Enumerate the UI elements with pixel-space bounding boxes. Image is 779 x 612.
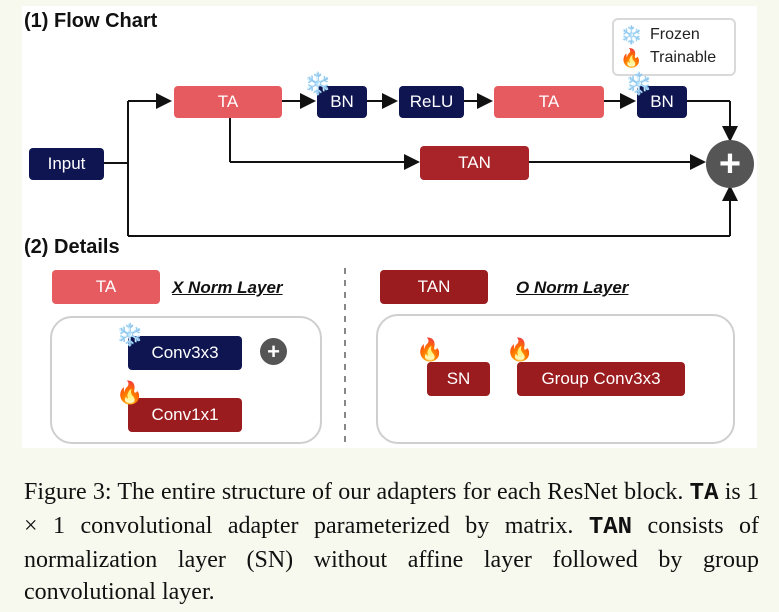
legend: ❄️ Frozen 🔥 Trainable (612, 18, 736, 76)
caption-tan: TAN (588, 514, 633, 541)
flame-icon: 🔥 (620, 48, 643, 68)
input-node: Input (29, 148, 104, 180)
figure-panel: (1) Flow Chart ❄️ Frozen 🔥 Trainable Inp… (22, 6, 757, 448)
legend-trainable: Trainable (650, 49, 717, 66)
bn-node-1: BN (317, 86, 367, 118)
caption-ta: TA (689, 480, 719, 507)
ta-detail-label: TA (52, 270, 160, 304)
tan-detail-label: TAN (380, 270, 488, 304)
tan-detail-desc: O Norm Layer (516, 278, 629, 297)
ta-node-1: TA (174, 86, 282, 118)
bn-node-2: BN (637, 86, 687, 118)
ta-node-2: TA (494, 86, 604, 118)
snowflake-icon: ❄️ (116, 322, 144, 347)
section-flow-title: (1) Flow Chart (24, 10, 158, 32)
tan-node: TAN (420, 146, 529, 180)
figure-caption: Figure 3: The entire structure of our ad… (24, 476, 759, 608)
conv1x1-node: Conv1x1 (128, 398, 242, 432)
flame-icon: 🔥 (506, 337, 534, 362)
snowflake-icon: ❄️ (625, 71, 653, 96)
caption-part1: Figure 3: The entire structure of our ad… (24, 479, 690, 505)
add-node: + (706, 140, 754, 188)
sn-node: SN (427, 362, 490, 396)
caption-part3: consists of normalization layer (SN) wit… (24, 513, 760, 605)
section-details-title: (2) Details (24, 236, 120, 258)
relu-node: ReLU (399, 86, 464, 118)
caption-part2: is 1 × 1 convolutional adapter parameter… (24, 479, 759, 539)
group-conv-node: Group Conv3x3 (517, 362, 685, 396)
flame-icon: 🔥 (416, 337, 444, 362)
flame-icon: 🔥 (116, 380, 144, 405)
snowflake-icon: ❄️ (620, 25, 643, 45)
legend-frozen: Frozen (650, 26, 700, 43)
ta-detail-desc: X Norm Layer (172, 278, 283, 297)
add-node-small: + (260, 338, 287, 365)
snowflake-icon: ❄️ (304, 71, 332, 96)
conv3x3-node: Conv3x3 (128, 336, 242, 370)
